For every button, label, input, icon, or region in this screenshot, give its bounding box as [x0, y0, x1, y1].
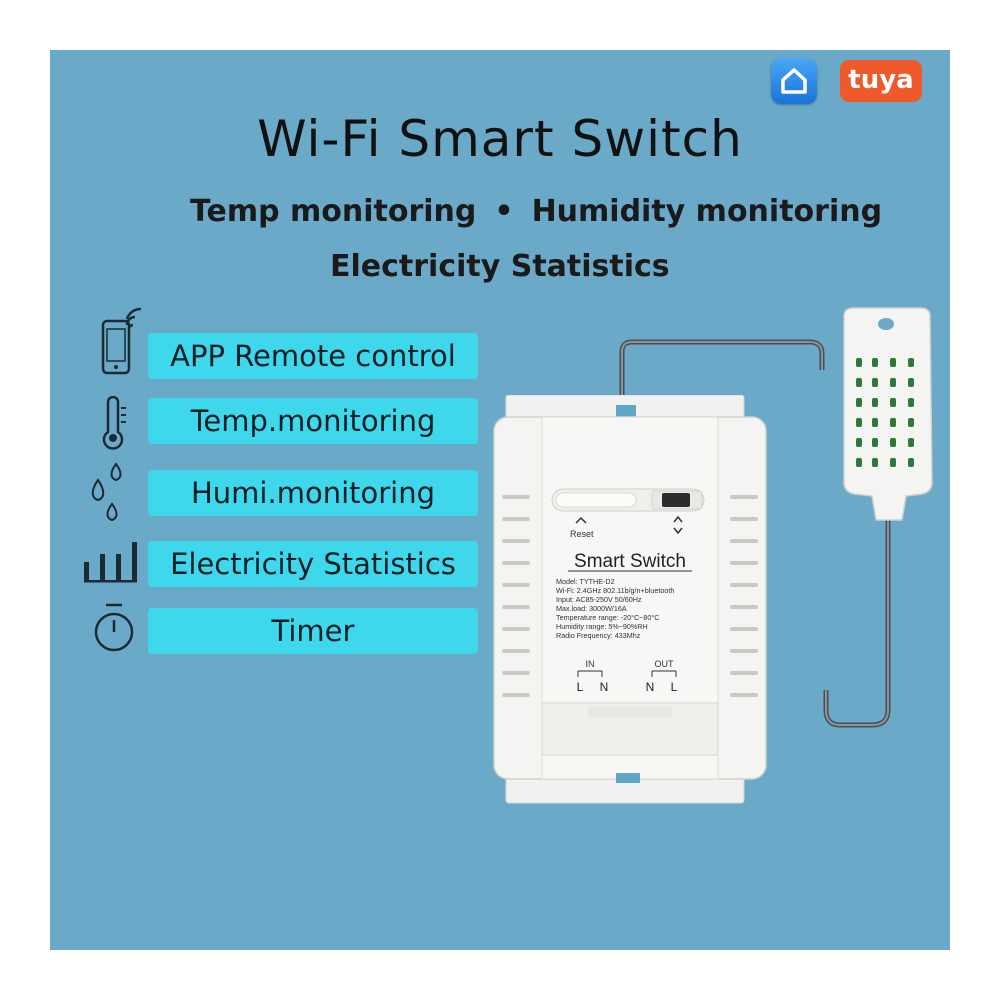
- thermometer-icon: [102, 396, 126, 450]
- spec-line: Radio Frequency: 433Mhz: [556, 631, 641, 640]
- in-label: IN: [586, 659, 595, 669]
- bar-chart-icon: [84, 542, 137, 583]
- subtitle-temp: Temp monitoring: [190, 194, 477, 229]
- feature-app-remote-control: APP Remote control: [148, 333, 478, 379]
- smart-switch-device: Reset Smart Switch Model: TYTHE-D2 Wi-Fi…: [493, 395, 767, 804]
- terminal-in-l: L: [577, 680, 584, 694]
- spec-line: Model: TYTHE-D2: [556, 577, 615, 586]
- reset-label: Reset: [570, 529, 594, 539]
- spec-line: Input: AC85-250V 50/60Hz: [556, 595, 642, 604]
- terminal-in-n: N: [600, 680, 609, 694]
- sensor-cable: [619, 339, 891, 728]
- feature-temp-monitoring: Temp.monitoring: [148, 398, 478, 444]
- feature-electricity-statistics: Electricity Statistics: [148, 541, 478, 587]
- out-label: OUT: [655, 659, 675, 669]
- water-drops-icon: [91, 462, 122, 522]
- feature-timer: Timer: [148, 608, 478, 654]
- spec-line: Max.load: 3000W/16A: [556, 604, 627, 613]
- smart-home-app-logo: [771, 58, 817, 104]
- phone-wifi-icon: [101, 307, 142, 375]
- tuya-logo: tuya: [840, 60, 922, 102]
- stopwatch-icon: [94, 603, 134, 652]
- spec-line: Humidity range: 5%~90%RH: [556, 622, 648, 631]
- spec-line: Temperature range: -20°C~80°C: [556, 613, 659, 622]
- feature-humi-monitoring: Humi.monitoring: [148, 470, 478, 516]
- subtitle-line-2: Electricity Statistics: [330, 249, 670, 284]
- page-title: Wi-Fi Smart Switch: [257, 110, 743, 168]
- subtitle-line-1: Temp monitoring • Humidity monitoring: [190, 194, 882, 229]
- terminal-out-n: N: [646, 680, 655, 694]
- temperature-humidity-sensor: [843, 307, 933, 521]
- subtitle-humidity: Humidity monitoring: [531, 194, 883, 229]
- home-icon: [781, 68, 807, 94]
- terminal-out-l: L: [671, 680, 678, 694]
- spec-line: Wi-Fi: 2.4GHz 802.11b/g/n+bluetooth: [556, 586, 674, 595]
- subtitle-separator: •: [494, 194, 514, 229]
- device-name: Smart Switch: [574, 551, 686, 572]
